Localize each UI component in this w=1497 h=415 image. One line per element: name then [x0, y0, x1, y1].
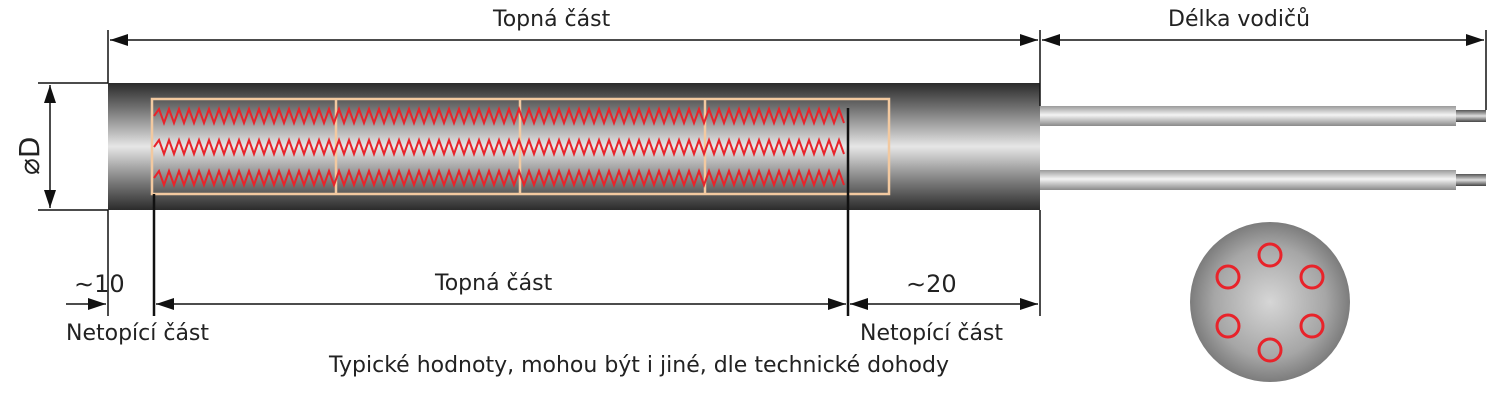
heating-coil-row-2: [153, 137, 845, 157]
lead-wire-lower-tip: [1456, 174, 1486, 186]
heating-coils: [153, 106, 845, 188]
right-non-heating-label: Netopící část: [860, 321, 1004, 346]
lead-wire-upper-tip: [1456, 110, 1486, 122]
cross-section-disc: [1190, 222, 1350, 382]
cross-section: [1190, 222, 1350, 382]
cross-section-holes: [1215, 242, 1325, 363]
heating-coil-row-1: [153, 106, 845, 126]
lead-wire-lower: [1040, 170, 1456, 190]
lead-wires: [1040, 106, 1486, 190]
left-offset-label: ∼10: [74, 270, 125, 298]
dimension-diameter: [38, 82, 108, 211]
typical-values-note: Typické hodnoty, mohou být i jiné, dle t…: [329, 353, 949, 378]
dimension-bottom: [66, 108, 1041, 316]
dimension-top: [107, 30, 1487, 110]
middle-heating-label: Topná část: [435, 271, 553, 296]
lead-length-label: Délka vodičů: [1168, 7, 1311, 32]
right-offset-label: ∼20: [906, 270, 957, 298]
lead-wire-upper: [1040, 106, 1456, 126]
left-non-heating-label: Netopící část: [66, 321, 210, 346]
heating-length-label: Topná část: [493, 7, 611, 32]
heater-body: [108, 83, 1040, 210]
heating-coil-row-3: [153, 168, 845, 188]
diameter-label: ⌀D: [13, 136, 46, 175]
